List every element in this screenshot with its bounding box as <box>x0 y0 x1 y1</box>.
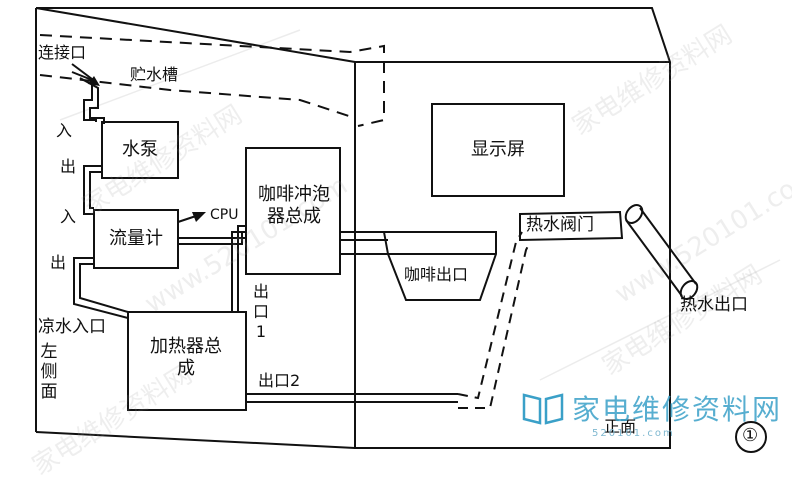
hot-valve-label: 热水阀门 <box>526 215 594 235</box>
brand-logo: 家电维修资料网 <box>520 388 782 428</box>
cold-inlet-label: 凉水入口 <box>38 317 106 337</box>
outlet2-label: 出口2 <box>258 371 301 390</box>
book-icon <box>522 393 564 425</box>
flow-out-label: 出 <box>50 253 67 272</box>
display-box <box>431 103 565 197</box>
pipe-outlet1 <box>231 231 246 312</box>
hot-valve-box <box>519 210 624 242</box>
outlet1-label: 出口1 <box>252 282 269 341</box>
cpu-arrow-line <box>177 215 197 223</box>
hot-outlet-label: 热水出口 <box>680 295 748 315</box>
diagram-lines <box>35 7 781 453</box>
tank-label: 贮水槽 <box>130 65 179 84</box>
heater-label: 加热器总成 <box>150 336 222 379</box>
display-label: 显示屏 <box>471 139 525 160</box>
appliance-diagram: 家电维修资料网 家电维修资料网 家电维修资料网 www.520101.com w… <box>27 7 792 482</box>
cabinet-outline <box>35 7 671 449</box>
figure-circle <box>735 421 767 453</box>
connector-label: 连接口 <box>38 43 87 62</box>
brand-url: 520101.com <box>592 428 675 439</box>
flow-in-label: 入 <box>60 207 77 226</box>
flowmeter-label: 流量计 <box>109 228 163 249</box>
pump-in-label: 入 <box>56 121 73 140</box>
hot-outlet-tube <box>624 204 699 300</box>
pipe-pump-flow <box>83 165 102 215</box>
brewer-label: 咖啡冲泡器总成 <box>258 184 330 227</box>
pipe-flow-heater <box>73 257 129 319</box>
pump-label: 水泵 <box>122 139 158 160</box>
cpu-arrow <box>192 212 206 222</box>
cpu-label: CPU <box>210 207 239 223</box>
left-side-label: 左侧面 <box>40 342 58 402</box>
figure-number: ① <box>742 425 759 446</box>
front-label: 正面 <box>604 417 637 436</box>
connector-arrow <box>88 76 100 86</box>
pump-out-label: 出 <box>60 157 77 176</box>
pump-box <box>101 121 179 179</box>
connector-pipe-2 <box>79 77 105 124</box>
heater-box <box>127 311 247 411</box>
brand-title: 家电维修资料网 <box>572 393 783 426</box>
water-tank <box>39 34 385 127</box>
brewer-box <box>245 147 341 275</box>
coffee-outlet-label: 咖啡出口 <box>404 265 469 284</box>
